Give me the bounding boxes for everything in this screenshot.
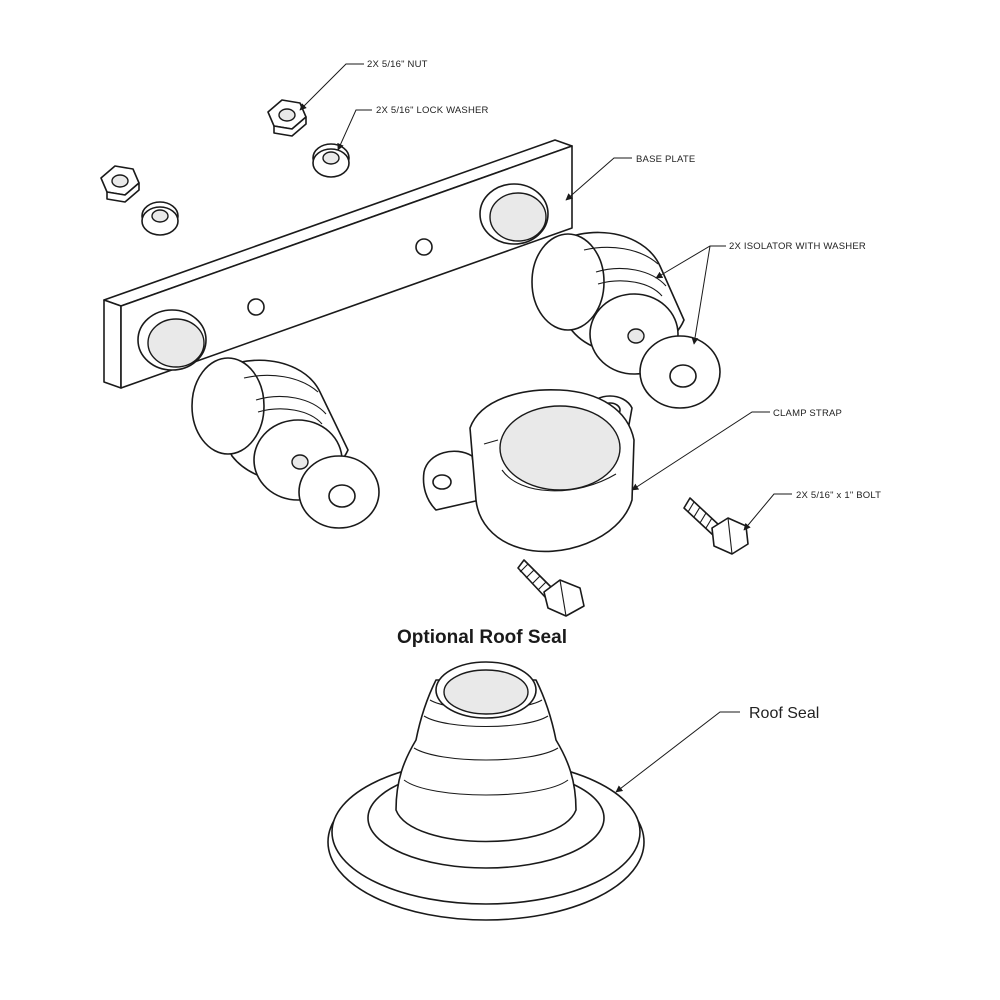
label-isolator: 2X ISOLATOR WITH WASHER: [729, 241, 866, 252]
bolt-bottom: [517, 559, 585, 617]
label-roof-seal: Roof Seal: [749, 705, 819, 722]
hex-nut-right: [267, 99, 307, 137]
isolator-left: [191, 357, 349, 501]
hex-nut-left: [100, 165, 140, 203]
label-base-plate: BASE PLATE: [636, 154, 695, 165]
leader-lines: [299, 63, 792, 793]
clamp-strap: [422, 389, 635, 553]
label-clamp-strap: CLAMP STRAP: [773, 408, 842, 419]
label-nut: 2X 5/16" NUT: [367, 59, 428, 70]
label-lock-washer: 2X 5/16" LOCK WASHER: [376, 105, 489, 116]
lock-washer-left: [141, 201, 179, 236]
roof-seal: [327, 661, 645, 921]
base-plate: [103, 139, 573, 389]
bolt-right: [683, 497, 749, 555]
isolator-right: [531, 231, 685, 375]
lock-washer-right: [312, 143, 350, 178]
label-bolt: 2X 5/16" x 1" BOLT: [796, 490, 881, 501]
isolator-washer-right: [639, 335, 721, 409]
isolator-washer-left: [298, 455, 380, 529]
heading-optional-roof-seal: Optional Roof Seal: [397, 627, 567, 648]
